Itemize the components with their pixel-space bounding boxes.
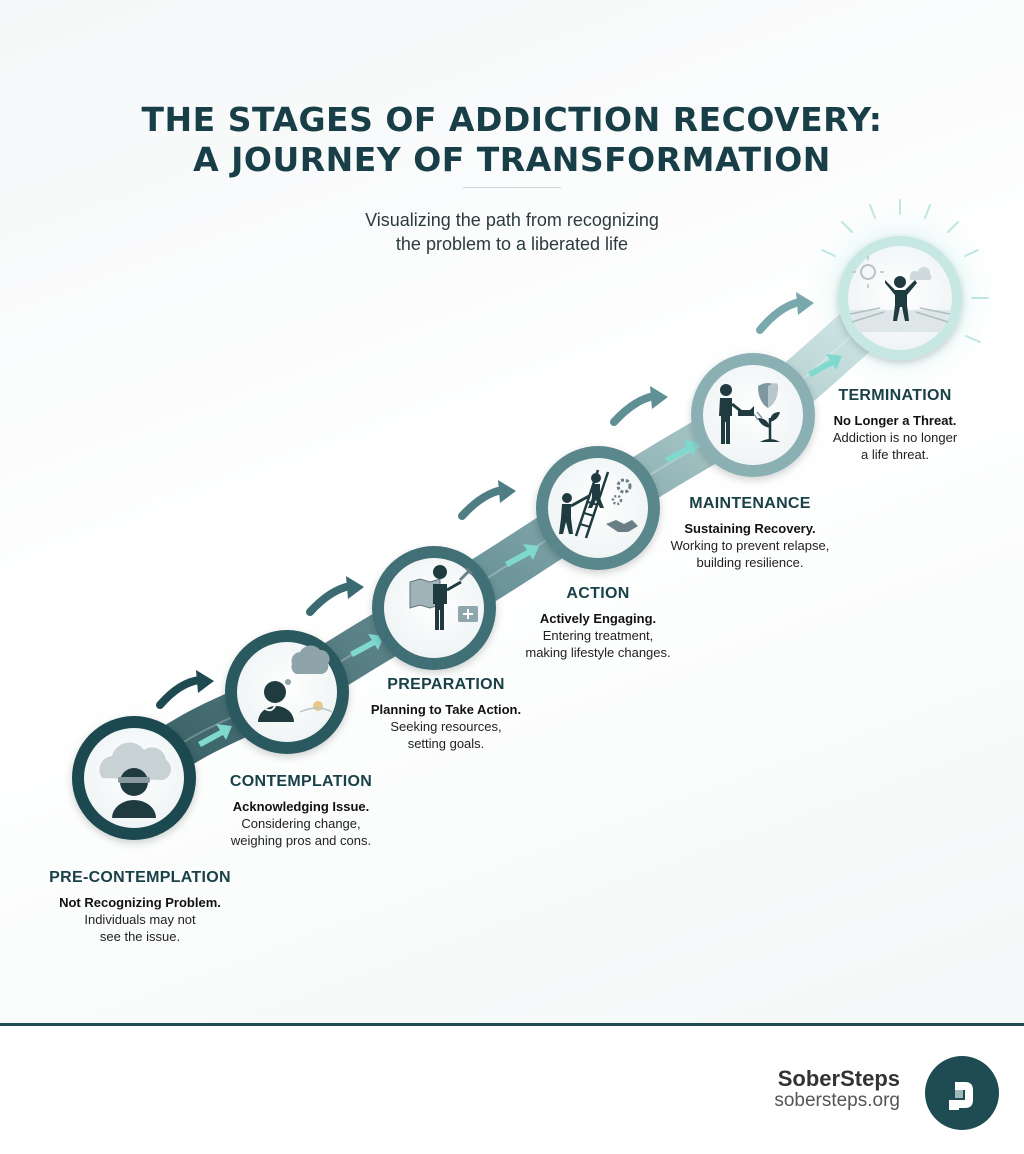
stage-description-line-2: see the issue. xyxy=(99,929,181,944)
stage-name: MAINTENANCE xyxy=(689,495,811,512)
footer xyxy=(0,1026,1024,1154)
stage-label-maintenance: MAINTENANCE Sustaining Recovery. Working… xyxy=(635,494,865,571)
stage-label-preparation: PREPARATION Planning to Take Action. See… xyxy=(331,675,561,752)
stage-description-line-2: weighing pros and cons. xyxy=(230,833,372,848)
stage-description-line-1: Seeking resources, xyxy=(390,719,502,734)
stage-label-pre-contemplation: PRE-CONTEMPLATION Not Recognizing Proble… xyxy=(25,868,255,945)
page-title: THE STAGES OF ADDICTION RECOVERY: A JOUR… xyxy=(0,100,1024,180)
stage-label-termination: TERMINATION No Longer a Threat. Addictio… xyxy=(780,386,1010,463)
subtitle-line-1: Visualizing the path from recognizing xyxy=(365,210,659,230)
stage-summary: Planning to Take Action. xyxy=(370,702,522,717)
stage-name: PRE-CONTEMPLATION xyxy=(49,869,231,886)
stage-label-contemplation: CONTEMPLATION Acknowledging Issue. Consi… xyxy=(186,772,416,849)
stage-description-line-2: making lifestyle changes. xyxy=(525,645,671,660)
curved-arrows xyxy=(156,292,814,709)
footer-divider xyxy=(0,1023,1024,1026)
brand-url[interactable]: sobersteps.org xyxy=(774,1090,900,1111)
brand-name: SoberSteps xyxy=(777,1066,900,1091)
blindfolded-person-cloud-icon xyxy=(99,742,171,818)
stage-summary: Actively Engaging. xyxy=(539,611,657,626)
stage-summary: Sustaining Recovery. xyxy=(684,521,816,536)
stage-description-line-1: Individuals may not xyxy=(84,912,196,927)
stage-description-line-1: Considering change, xyxy=(241,816,361,831)
curved-arrow-3 xyxy=(458,480,516,520)
stage-name: ACTION xyxy=(566,585,630,602)
stage-name: TERMINATION xyxy=(838,387,952,404)
person-map-tools-icon xyxy=(409,565,478,630)
stage-summary: No Longer a Threat. xyxy=(833,413,957,428)
band-arrow-4 xyxy=(665,440,699,463)
stage-description-line-1: Addiction is no longer xyxy=(832,430,958,445)
curved-arrow-2 xyxy=(306,576,364,616)
curved-arrow-4 xyxy=(610,386,668,426)
curved-arrow-1 xyxy=(156,670,214,709)
progress-arrows xyxy=(198,354,842,747)
curved-arrow-5 xyxy=(756,292,814,334)
ladder-climbers-icon xyxy=(559,469,638,539)
title-line-2: A JOURNEY OF TRANSFORMATION xyxy=(193,140,831,179)
stage-description-line-2: building resilience. xyxy=(696,555,804,570)
subtitle: Visualizing the path from recognizing th… xyxy=(312,208,712,256)
stage-description-line-2: a life threat. xyxy=(861,447,929,462)
sun-rays xyxy=(821,199,989,343)
stage-description-line-2: setting goals. xyxy=(407,736,485,751)
recovery-path-diagram xyxy=(72,198,1000,840)
band-arrow-2 xyxy=(350,634,384,657)
stage-summary: Not Recognizing Problem. xyxy=(59,895,221,910)
liberated-person-sun-icon xyxy=(849,256,951,332)
thinking-person-icon xyxy=(258,645,333,722)
stage-circle-action xyxy=(536,446,660,570)
stage-description-line-1: Working to prevent relapse, xyxy=(670,538,830,553)
title-divider xyxy=(463,187,561,188)
subtitle-line-2: the problem to a liberated life xyxy=(395,234,629,254)
stage-name: CONTEMPLATION xyxy=(229,773,373,790)
band-arrow-3 xyxy=(505,544,539,567)
stage-label-action: ACTION Actively Engaging. Entering treat… xyxy=(483,584,713,661)
sobersteps-logo-icon[interactable] xyxy=(925,1056,999,1130)
stage-summary: Acknowledging Issue. xyxy=(232,799,370,814)
band-arrow-1 xyxy=(198,724,232,747)
band-arrow-5 xyxy=(808,354,842,377)
title-line-1: THE STAGES OF ADDICTION RECOVERY: xyxy=(141,100,883,139)
stage-description-line-1: Entering treatment, xyxy=(542,628,654,643)
stage-name: PREPARATION xyxy=(387,676,505,693)
person-watering-plant-icon xyxy=(719,383,780,444)
